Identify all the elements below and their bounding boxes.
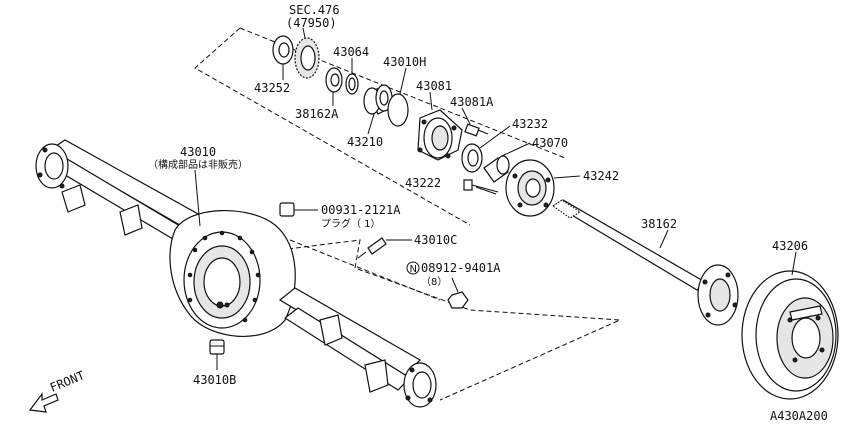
label-43010b: 43010B	[193, 373, 236, 387]
nut-symbol-circle	[406, 261, 420, 275]
label-43206: 43206	[772, 239, 808, 253]
sensor-rotor-sec476	[294, 27, 320, 79]
bolt-43081a	[461, 107, 489, 137]
plate-43242	[505, 159, 581, 217]
figure-code: A430A200	[770, 409, 828, 423]
label-00931-note: プラグ（ 1）	[321, 217, 381, 230]
label-front: FRONT	[48, 368, 87, 395]
oil-seal-43252	[272, 35, 294, 80]
label-43232: 43232	[512, 117, 548, 131]
label-43064: 43064	[333, 45, 369, 59]
bearing-cage-43081	[417, 91, 463, 161]
breather-43010c	[357, 237, 412, 259]
label-43222: 43222	[405, 176, 441, 190]
nut-08912	[447, 277, 469, 309]
label-43010: 43010	[180, 145, 216, 159]
label-43070: 43070	[532, 136, 568, 150]
label-00931: 00931-2121A	[321, 203, 401, 217]
filler-plug-00931	[279, 202, 318, 217]
drain-plug-43010b	[209, 339, 225, 370]
brake-drum-43206	[741, 251, 839, 400]
label-38162: 38162	[641, 217, 677, 231]
nut-symbol: N	[410, 264, 417, 275]
label-43010h: 43010H	[383, 55, 426, 69]
gasket-43010h	[387, 67, 409, 127]
hub-bolt-43222	[463, 179, 499, 195]
label-08912-qty: （8）	[421, 276, 447, 288]
label-43081: 43081	[416, 79, 452, 93]
spacer-43064	[345, 58, 359, 95]
label-43081a: 43081A	[450, 95, 494, 109]
label-43210: 43210	[347, 135, 383, 149]
assembly-dashed-outline	[194, 27, 621, 401]
label-sec476: SEC.476	[289, 3, 340, 17]
seal-43232	[461, 125, 511, 173]
label-38162a: 38162A	[295, 107, 339, 121]
bearing-38162a	[325, 67, 343, 106]
label-43242: 43242	[583, 169, 619, 183]
label-43252: 43252	[254, 81, 290, 95]
label-43010-note: （構成部品は非販売）	[148, 158, 248, 171]
axle-housing	[35, 139, 437, 408]
label-43010c: 43010C	[414, 233, 457, 247]
front-direction-arrow-icon	[28, 392, 59, 413]
label-sec476-sub: (47950)	[286, 16, 337, 30]
label-08912: 08912-9401A	[421, 261, 501, 275]
axle-shaft-38162	[551, 199, 739, 326]
collar-43070	[483, 142, 531, 183]
